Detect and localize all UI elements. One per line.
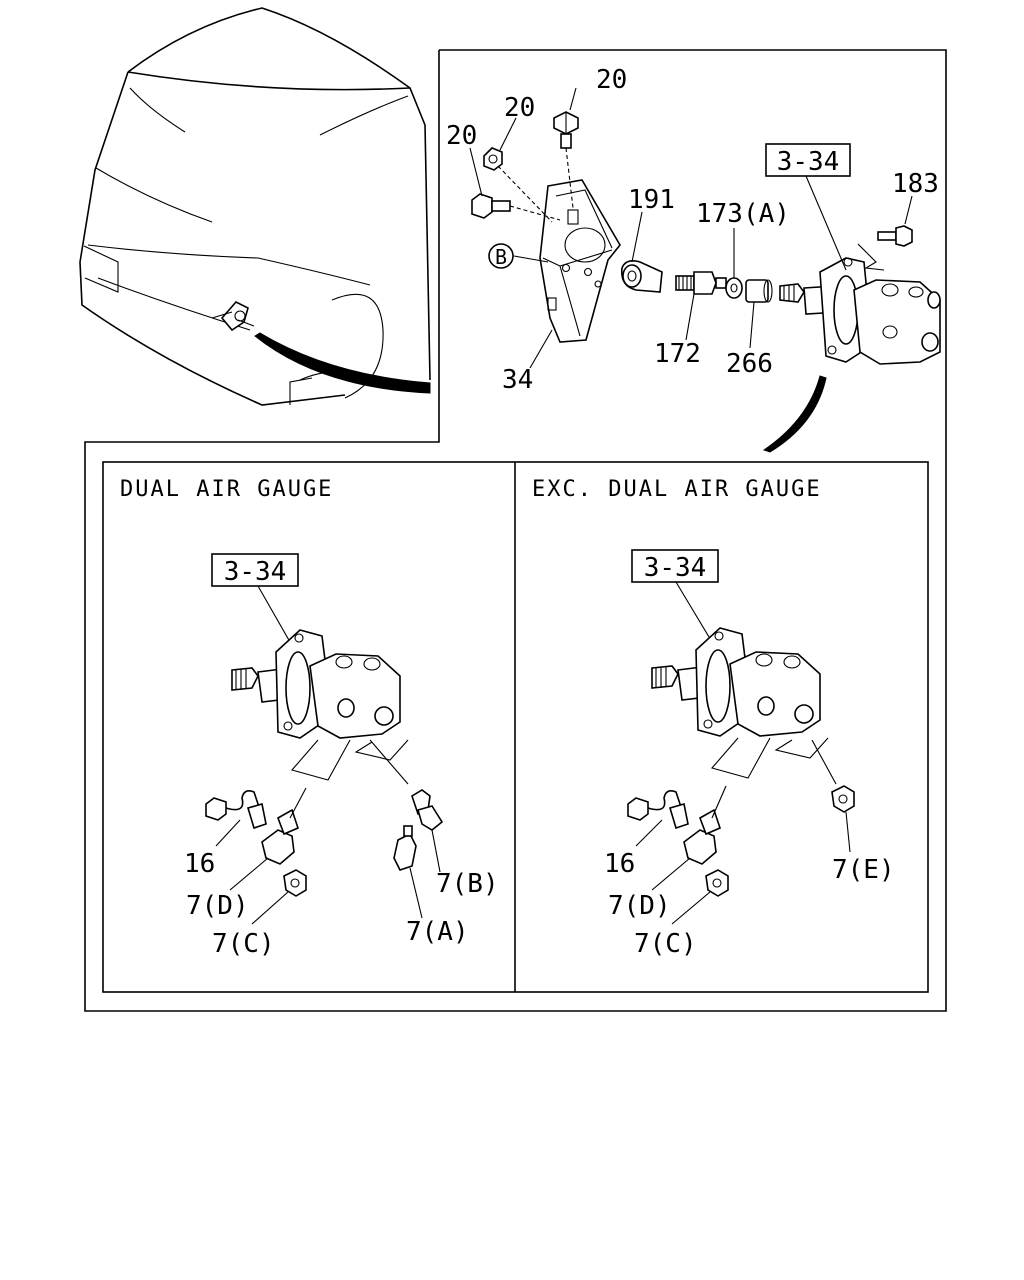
label-7d-exc: 7(D) <box>608 891 671 921</box>
label-191: 191 <box>628 185 675 215</box>
fitting-172 <box>675 271 727 295</box>
label-20-top: 20 <box>596 65 627 95</box>
section-title-dual: DUAL AIR GAUGE <box>120 477 333 502</box>
sleeve-266 <box>745 279 773 303</box>
dual-air-gauge-panel: DUAL AIR GAUGE 3-34 <box>120 477 499 959</box>
nut-20-middle <box>483 147 553 223</box>
top-assembly: 3-34 B 20 20 20 191 173(A) 183 172 266 3… <box>446 65 941 453</box>
bolt-20-left <box>471 193 561 221</box>
curved-leader-arrow <box>762 375 827 453</box>
valve-top <box>779 243 941 365</box>
fitting-7b-dual <box>411 789 444 831</box>
section-title-exc: EXC. DUAL AIR GAUGE <box>532 477 822 502</box>
truck-cab-illustration <box>79 7 431 406</box>
bracket-34 <box>539 179 621 343</box>
leader-lines-top <box>469 87 913 369</box>
fitting-7d-dual <box>261 808 299 865</box>
fitting-7c-dual <box>283 869 307 897</box>
fitting-7a-dual <box>393 825 417 871</box>
label-7c-dual: 7(C) <box>212 929 275 959</box>
label-266: 266 <box>726 349 773 379</box>
exc-dual-air-gauge-panel: EXC. DUAL AIR GAUGE 3-34 <box>532 477 895 959</box>
label-183: 183 <box>892 169 939 199</box>
bolt-183 <box>877 225 913 247</box>
washer-173a <box>725 277 743 299</box>
label-7b-dual: 7(B) <box>436 869 499 899</box>
label-7a-dual: 7(A) <box>406 917 469 947</box>
frames <box>84 49 947 1012</box>
ref-label-dual: 3-34 <box>224 557 287 587</box>
callout-b-circle <box>488 243 514 269</box>
label-20-left: 20 <box>446 121 477 151</box>
label-173a: 173(A) <box>696 199 790 229</box>
fitting-7e-exc <box>831 785 855 813</box>
fitting-7d-exc <box>683 808 721 865</box>
label-16-dual: 16 <box>184 849 215 879</box>
callout-b-label: B <box>495 245 507 269</box>
label-172: 172 <box>654 339 701 369</box>
ref-label-exc: 3-34 <box>644 553 707 583</box>
valve-exc <box>651 627 829 779</box>
label-7c-exc: 7(C) <box>634 929 697 959</box>
label-16-exc: 16 <box>604 849 635 879</box>
label-34: 34 <box>502 365 533 395</box>
leader-lines-dual <box>215 739 441 925</box>
leader-lines-exc <box>635 739 851 925</box>
valve-dual <box>231 629 409 781</box>
fitting-191 <box>620 260 663 293</box>
hose-fitting-16-exc <box>627 790 689 830</box>
hose-fitting-16-dual <box>205 790 267 830</box>
ref-box-exc <box>631 549 719 583</box>
outer-frame <box>84 49 947 1012</box>
fitting-7c-exc <box>705 869 729 897</box>
ref-label-top: 3-34 <box>777 147 840 177</box>
label-7d-dual: 7(D) <box>186 891 249 921</box>
ref-box-top <box>765 143 851 177</box>
label-20-middle: 20 <box>504 93 535 123</box>
ref-box-dual <box>211 553 299 587</box>
bolt-20-top <box>553 111 579 209</box>
label-7e-exc: 7(E) <box>832 855 895 885</box>
